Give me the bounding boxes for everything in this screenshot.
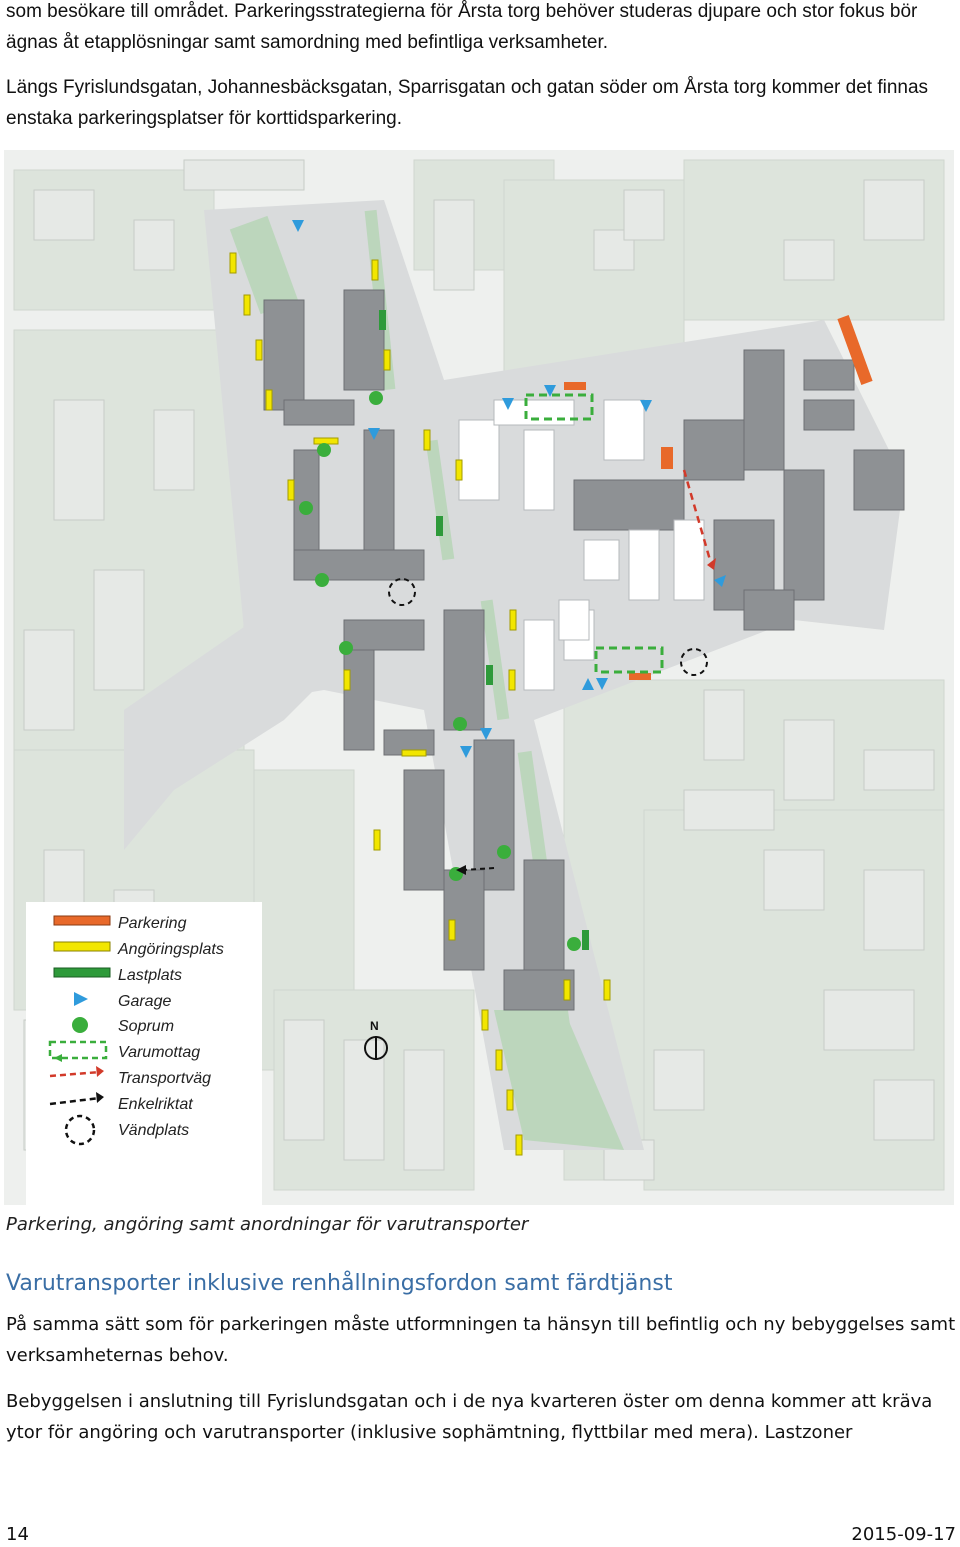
turning-circle-icon [64,1114,96,1146]
street-parking-paragraph: Längs Fyrislundsgatan, Johannesbäcksgata… [6,77,929,129]
map-legend: Parkering Angöringsplats Lastplats Garag… [26,902,262,1205]
legend-label-angoringsplats: Angöringsplats [117,941,224,958]
figure-caption: Parkering, angöring samt anordningar för… [6,1214,529,1235]
section-heading: Varutransporter inklusive renhållningsfo… [6,1271,673,1296]
legend-label-garage: Garage [118,993,171,1010]
red-dashed-arrow-icon [49,1066,104,1078]
yellow-bar-icon [53,941,111,952]
legend-label-vandplats: Vändplats [118,1122,189,1139]
north-label: N [370,1019,379,1033]
legend-label-varumottag: Varumottag [118,1044,200,1061]
page-number: 14 [6,1524,29,1545]
legend-label-parkering: Parkering [118,915,187,932]
north-arrow-icon: N [364,1019,388,1060]
black-dashed-arrow-icon [49,1092,104,1106]
green-bar-icon [53,967,111,978]
legend-label-enkelriktat: Enkelriktat [118,1096,193,1113]
legend-label-transportvag: Transportväg [118,1070,211,1087]
page-date: 2015-09-17 [851,1524,956,1545]
green-dashed-box-icon [48,1040,108,1062]
body-paragraph-1: På samma sätt som för parkeringen måste … [6,1314,956,1366]
legend-label-lastplats: Lastplats [118,967,182,984]
green-dot-icon [72,1017,88,1033]
legend-label-soprum: Soprum [118,1018,174,1035]
intro-paragraph: som besökare till området. Parkeringsstr… [6,1,918,53]
site-plan-map: Parkering Angöringsplats Lastplats Garag… [4,150,954,1205]
blue-triangle-icon [74,992,88,1006]
body-paragraph-2: Bebyggelsen i anslutning till Fyrislunds… [6,1391,933,1443]
orange-bar-icon [53,915,111,926]
